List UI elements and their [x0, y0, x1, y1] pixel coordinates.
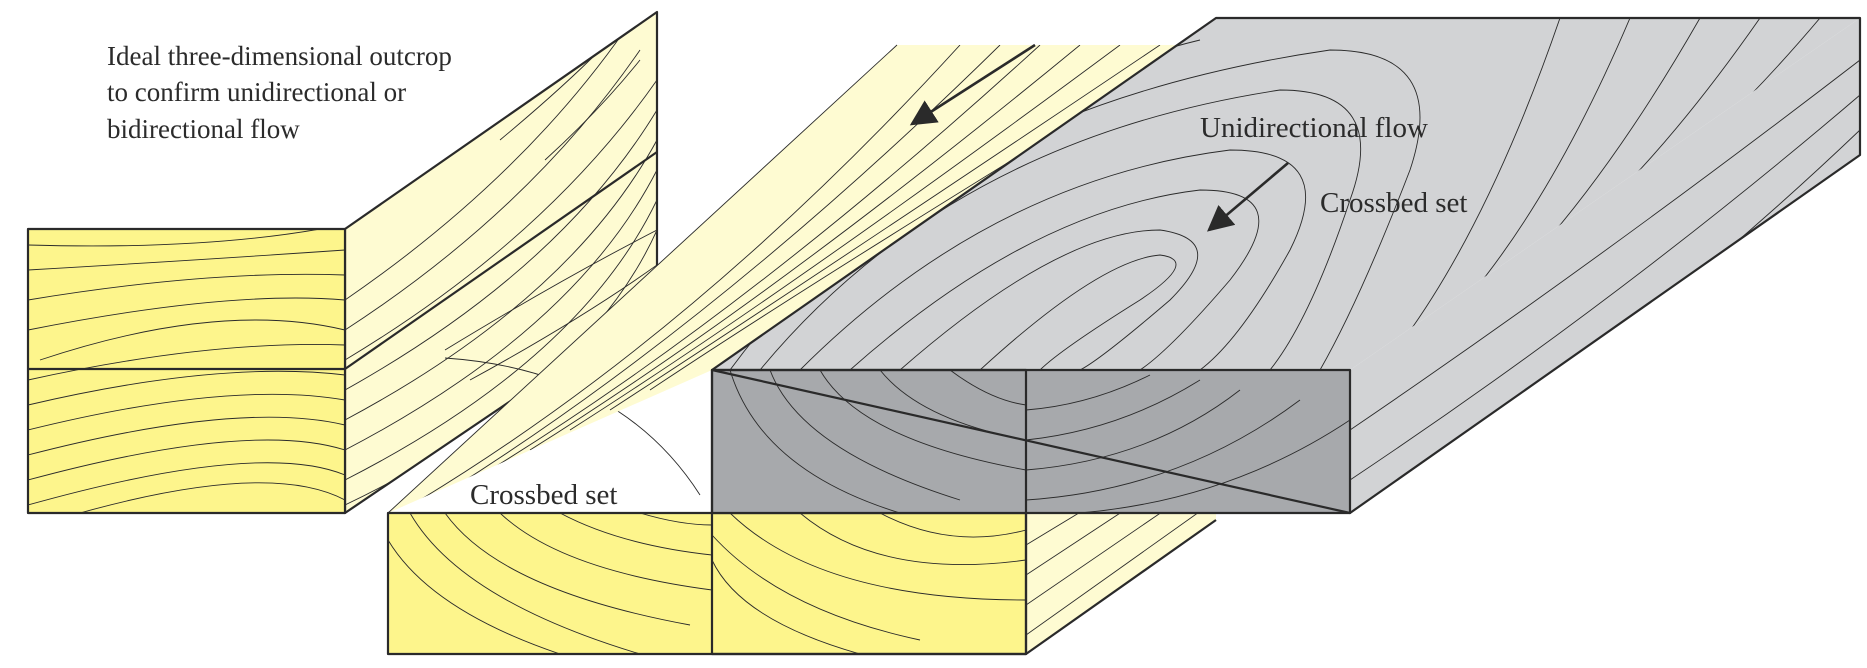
grey-front-laminae	[729, 370, 1350, 513]
left-block-side-face	[345, 12, 657, 513]
outcrop-caption: Ideal three-dimensional outcrop to confi…	[107, 41, 459, 144]
yellow-slab-front-face	[388, 513, 1026, 654]
left-outcrop-block	[26, 10, 659, 515]
left-front-laminae	[28, 229, 345, 513]
left-block-front-face	[28, 229, 345, 513]
flow-arrow-top	[909, 43, 1036, 126]
caption-line-3: bidirectional flow	[107, 114, 300, 144]
caption-line-2: to confirm unidirectional or	[107, 77, 406, 107]
unidirectional-flow-label: Unidirectional flow	[1200, 112, 1428, 144]
caption-line-1: Ideal three-dimensional outcrop	[107, 41, 452, 71]
yellow-front-laminae	[388, 513, 1026, 654]
crossbed-set-label-lower: Crossbed set	[470, 479, 617, 511]
flow-arrow-visible	[1207, 162, 1289, 232]
crossbed-set-label-upper: Crossbed set	[1320, 187, 1467, 219]
grey-slab-side-face	[1350, 18, 1860, 513]
grey-slab-top-face	[712, 18, 1860, 370]
